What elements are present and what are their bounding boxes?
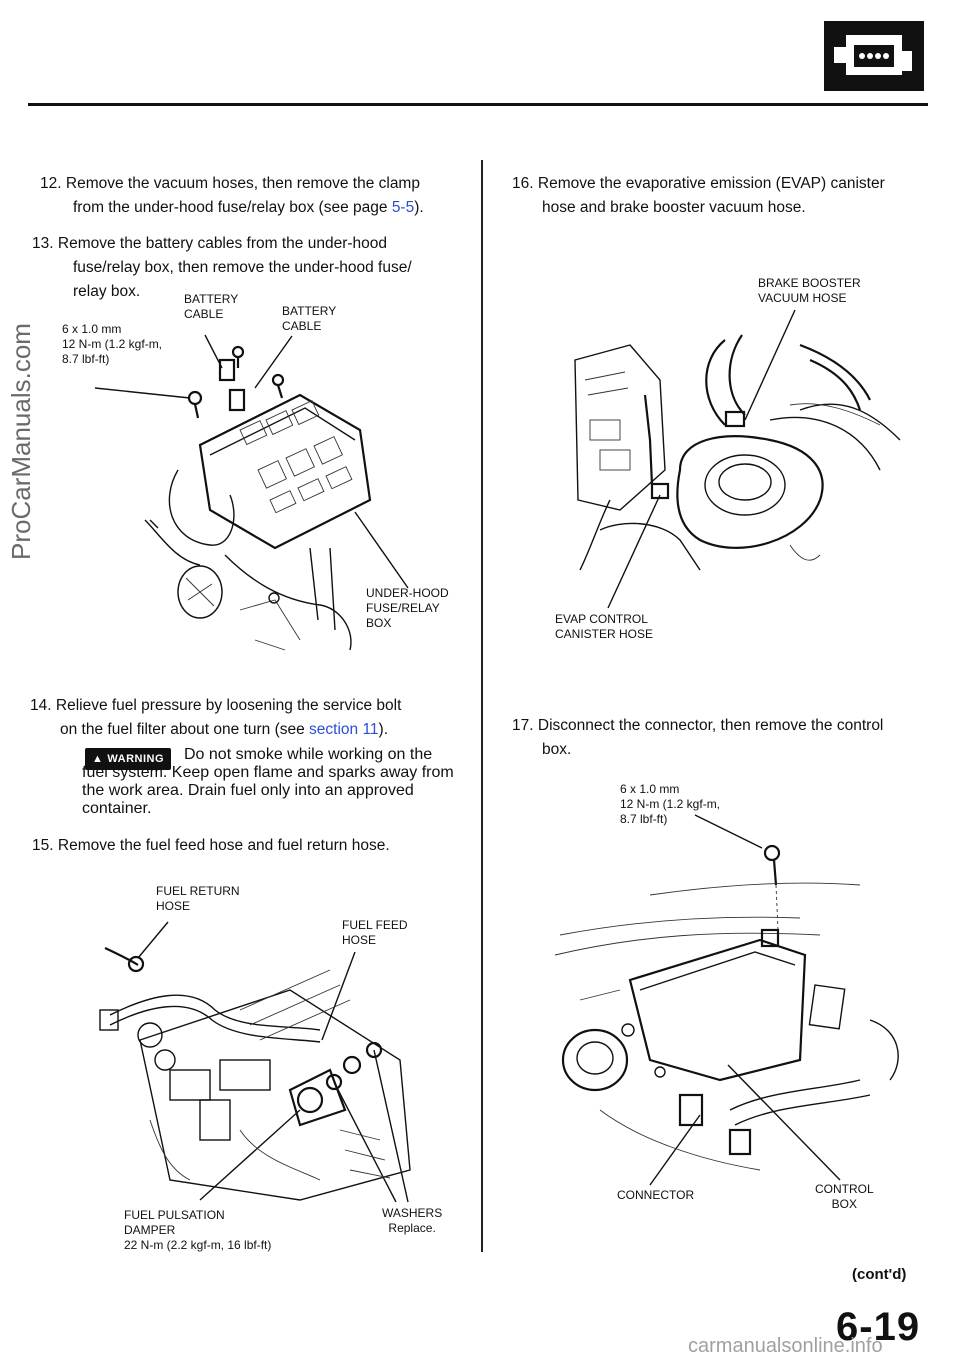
header-rule xyxy=(28,103,928,106)
step-14: 14. Relieve fuel pressure by loosening t… xyxy=(30,697,402,738)
section-link[interactable]: section 11 xyxy=(309,721,379,738)
step-13: 13. Remove the battery cables from the u… xyxy=(32,235,412,300)
engine-section-icon xyxy=(824,21,924,91)
side-watermark: ProCarManuals.com xyxy=(6,323,36,560)
step-16: 16. Remove the evaporative emission (EVA… xyxy=(512,175,885,216)
warning-badge: ▲WARNING xyxy=(85,748,171,770)
page-link[interactable]: 5-5 xyxy=(391,199,415,216)
bottom-watermark: carmanualsonline.info xyxy=(688,1335,883,1357)
continued-note: (cont'd) xyxy=(852,1266,907,1283)
warning-text: Do not smoke while working on the fuel s… xyxy=(82,746,454,817)
step-17: 17. Disconnect the connector, then remov… xyxy=(512,717,884,758)
control-box-illustration xyxy=(554,814,899,1186)
warning-icon: ▲ xyxy=(91,753,104,765)
fuse-box-illustration xyxy=(94,334,409,651)
fuel-hose-illustration xyxy=(99,921,411,1203)
page-number: 6-19 xyxy=(836,1305,921,1349)
brake-booster-illustration xyxy=(574,309,901,609)
step-12: 12. Remove the vacuum hoses, then remove… xyxy=(40,175,424,216)
step-15: 15. Remove the fuel feed hose and fuel r… xyxy=(32,837,390,854)
connector-label: CONNECTOR xyxy=(617,1188,695,1202)
column-divider xyxy=(481,160,483,1252)
